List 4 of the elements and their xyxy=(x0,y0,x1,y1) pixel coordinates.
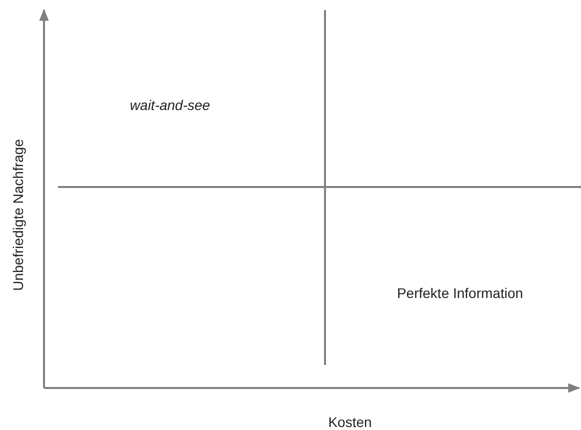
axis-title: Kosten xyxy=(328,415,372,429)
quadrant-label: Perfekte Information xyxy=(396,286,524,300)
quadrant-label: wait-and-see xyxy=(130,98,210,112)
axis-title: Unbefriedigte Nachfrage xyxy=(11,139,25,291)
